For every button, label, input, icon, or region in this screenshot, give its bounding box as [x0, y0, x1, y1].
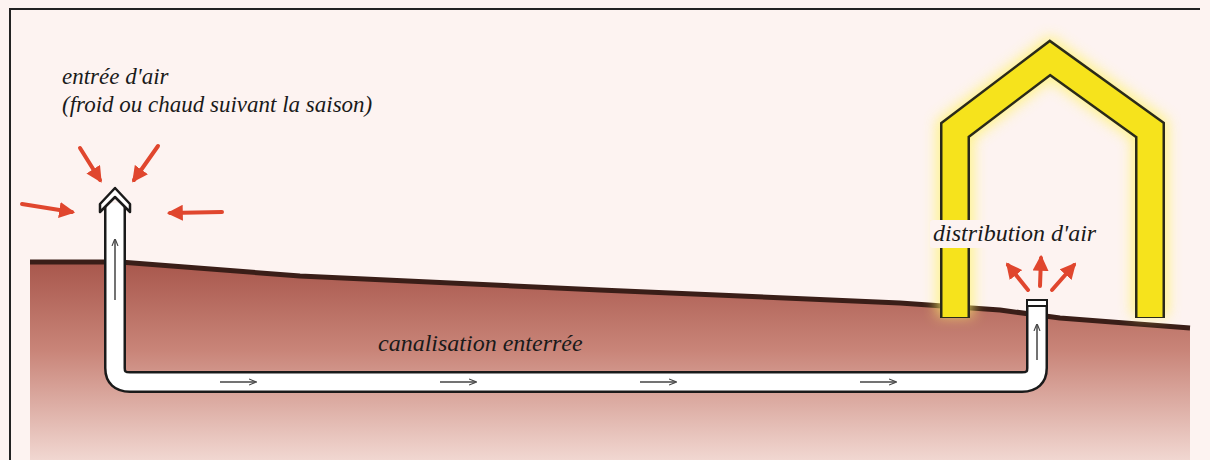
inlet-cap: [100, 188, 130, 212]
buried-pipe: [115, 203, 1037, 382]
buried-pipe-outline: [115, 205, 1037, 382]
frame: [10, 9, 1200, 460]
ground: [30, 262, 1190, 460]
house-glow: [955, 58, 1150, 316]
air-arrows: [22, 146, 222, 213]
pipe-outlet: [1027, 300, 1047, 306]
house-outline: [955, 58, 1150, 318]
distribution-label: distribution d'air: [930, 220, 1099, 248]
pipe-label: canalisation enterrée: [378, 330, 583, 358]
house-walls: [955, 58, 1150, 317]
flow-arrows: [115, 240, 1037, 382]
inlet-label: entrée d'air: [62, 64, 168, 90]
inlet-note: (froid ou chaud suivant la saison): [62, 92, 372, 118]
ground-surface: [30, 262, 1190, 328]
distribution-arrows: [1008, 258, 1074, 290]
